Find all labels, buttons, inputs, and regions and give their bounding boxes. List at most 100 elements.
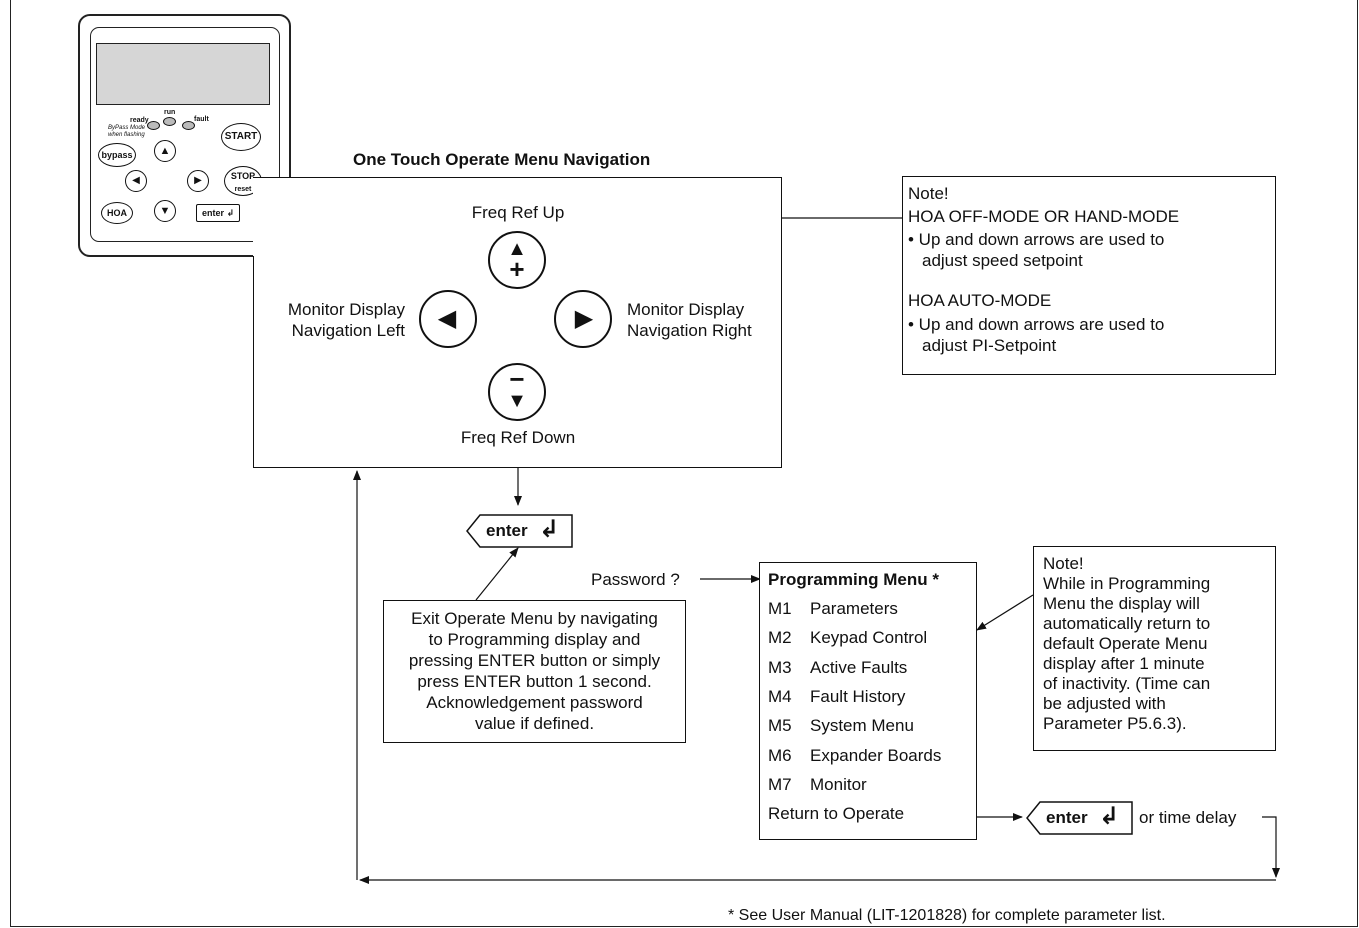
exit-note-line4: press ENTER button 1 second. <box>417 672 652 691</box>
menu-label: Active Faults <box>810 658 908 677</box>
arrow-down-icon: ▼ <box>507 390 527 412</box>
exit-note-line6: value if defined. <box>474 714 595 733</box>
diagram-title: One Touch Operate Menu Navigation <box>353 150 651 169</box>
keypad-down-icon: ▼ <box>154 200 176 222</box>
menu-label: Monitor <box>810 775 867 794</box>
return-enter-key-shape <box>1026 801 1133 835</box>
programming-menu-box <box>759 562 977 840</box>
note-hoa-box <box>902 176 1276 375</box>
exit-note-line3: pressing ENTER button or simply <box>408 651 661 670</box>
keypad-right-icon: ▶ <box>187 170 209 192</box>
freq-ref-down-label: Freq Ref Down <box>460 428 576 447</box>
note-hoa-line3: adjust speed setpoint <box>922 251 1083 270</box>
programming-note-line4: automatically return to <box>1043 614 1211 633</box>
programming-note-box <box>1033 546 1276 751</box>
menu-item-return: Return to Operate <box>768 804 905 823</box>
keypad-face <box>90 27 280 242</box>
keypad-reset-label: reset <box>234 186 252 193</box>
time-delay-arrow <box>1262 816 1280 878</box>
exit-note-line5: Acknowledgement password <box>426 693 643 712</box>
note-hoa-line6: adjust PI-Setpoint <box>922 336 1057 355</box>
nav-right-label-2: Navigation Right <box>627 321 752 340</box>
led-run-label: run <box>164 109 176 116</box>
keypad-display <box>96 43 270 105</box>
enter-return-icon: ↲ <box>539 516 560 543</box>
menu-label: Keypad Control <box>810 628 928 647</box>
menu-code: M5 <box>768 716 792 735</box>
led-run <box>163 117 176 126</box>
exit-note-line2: to Programming display and <box>428 630 641 649</box>
note-hoa-line2: • Up and down arrows are used to <box>908 230 1165 249</box>
exit-note-box <box>383 600 686 743</box>
menu-code: M1 <box>768 599 792 618</box>
programming-note-line6: display after 1 minute <box>1043 654 1205 673</box>
led-ready <box>147 121 160 130</box>
keypad-enter-button: enter ↲ <box>196 204 240 222</box>
led-fault <box>182 121 195 130</box>
menu-code: M2 <box>768 628 792 647</box>
note-hoa-heading: Note! <box>908 184 949 203</box>
menu-code: M4 <box>768 687 792 706</box>
enter-key-shape <box>466 514 573 548</box>
nav-down-button: − ▼ <box>488 363 546 421</box>
keypad-stop-label: STOP <box>230 171 256 181</box>
exit-note-line1: Exit Operate Menu by navigating <box>411 609 658 628</box>
keypad-bypass-button: bypass <box>98 143 136 167</box>
menu-item-m5: M5 System Menu <box>768 716 914 736</box>
nav-right-button: ▶ <box>554 290 612 348</box>
nav-right-label-1: Monitor Display <box>627 300 745 319</box>
time-delay-label: or time delay <box>1139 808 1237 827</box>
menu-label: Fault History <box>810 687 906 706</box>
operate-box-left-edge <box>253 256 254 468</box>
menu-label: Expander Boards <box>810 746 942 765</box>
figure-frame <box>10 0 1358 927</box>
menu-item-m3: M3 Active Faults <box>768 658 907 678</box>
bypass-mode-note-2: when flashing <box>108 132 145 138</box>
keypad-hoa-button: HOA <box>101 202 133 224</box>
programming-note-line1: Note! <box>1043 554 1084 573</box>
menu-item-m1: M1 Parameters <box>768 599 898 619</box>
plus-icon: + <box>509 254 525 284</box>
password-label: Password ? <box>591 570 680 589</box>
keypad-enter-label: enter <box>201 208 224 218</box>
exit-note-arrow <box>475 547 519 601</box>
programming-note-arrow <box>976 594 1034 631</box>
enter-key-label: enter <box>486 521 528 540</box>
return-enter-label: enter <box>1046 808 1088 827</box>
nav-left-label-2: Navigation Left <box>291 321 405 340</box>
programming-note-line8: be adjusted with <box>1043 694 1166 713</box>
keypad-start-button: START <box>221 123 261 151</box>
return-enter-icon: ↲ <box>1099 803 1120 830</box>
menu-label: System Menu <box>810 716 914 735</box>
bypass-mode-note: ByPass Mode <box>108 125 146 131</box>
menu-item-m6: M6 Expander Boards <box>768 746 941 766</box>
keypad-up-icon: ▲ <box>154 140 176 162</box>
programming-note-line2: While in Programming <box>1043 574 1211 593</box>
menu-item-m7: M7 Monitor <box>768 775 867 795</box>
arrow-right-icon: ▶ <box>574 305 594 332</box>
menu-item-m2: M2 Keypad Control <box>768 628 927 648</box>
note-hoa-line1: HOA OFF-MODE OR HAND-MODE <box>908 207 1180 226</box>
freq-ref-up-label: Freq Ref Up <box>471 203 565 222</box>
led-ready-label: ready <box>130 117 149 124</box>
note-hoa-line5: • Up and down arrows are used to <box>908 315 1165 334</box>
menu-code: M3 <box>768 658 792 677</box>
menu-code: M7 <box>768 775 792 794</box>
nav-left-button: ◀ <box>419 290 477 348</box>
menu-code: M6 <box>768 746 792 765</box>
programming-note-line3: Menu the display will <box>1043 594 1200 613</box>
led-fault-label: fault <box>194 116 209 123</box>
nav-left-label-1: Monitor Display <box>287 300 405 319</box>
programming-note-line7: of inactivity. (Time can <box>1043 674 1211 693</box>
footnote: * See User Manual (LIT-1201828) for comp… <box>728 907 1166 924</box>
note-hoa-line4: HOA AUTO-MODE <box>908 291 1052 310</box>
programming-note-line5: default Operate Menu <box>1043 634 1208 653</box>
keypad-left-icon: ◀ <box>125 170 147 192</box>
minus-icon: − <box>509 364 525 394</box>
arrow-left-icon: ◀ <box>437 305 457 332</box>
menu-item-m4: M4 Fault History <box>768 687 905 707</box>
menu-label: Parameters <box>810 599 898 618</box>
nav-up-button: ▲ + <box>488 231 546 289</box>
programming-menu-title: Programming Menu * <box>768 570 939 589</box>
arrow-up-icon: ▲ <box>507 238 527 260</box>
